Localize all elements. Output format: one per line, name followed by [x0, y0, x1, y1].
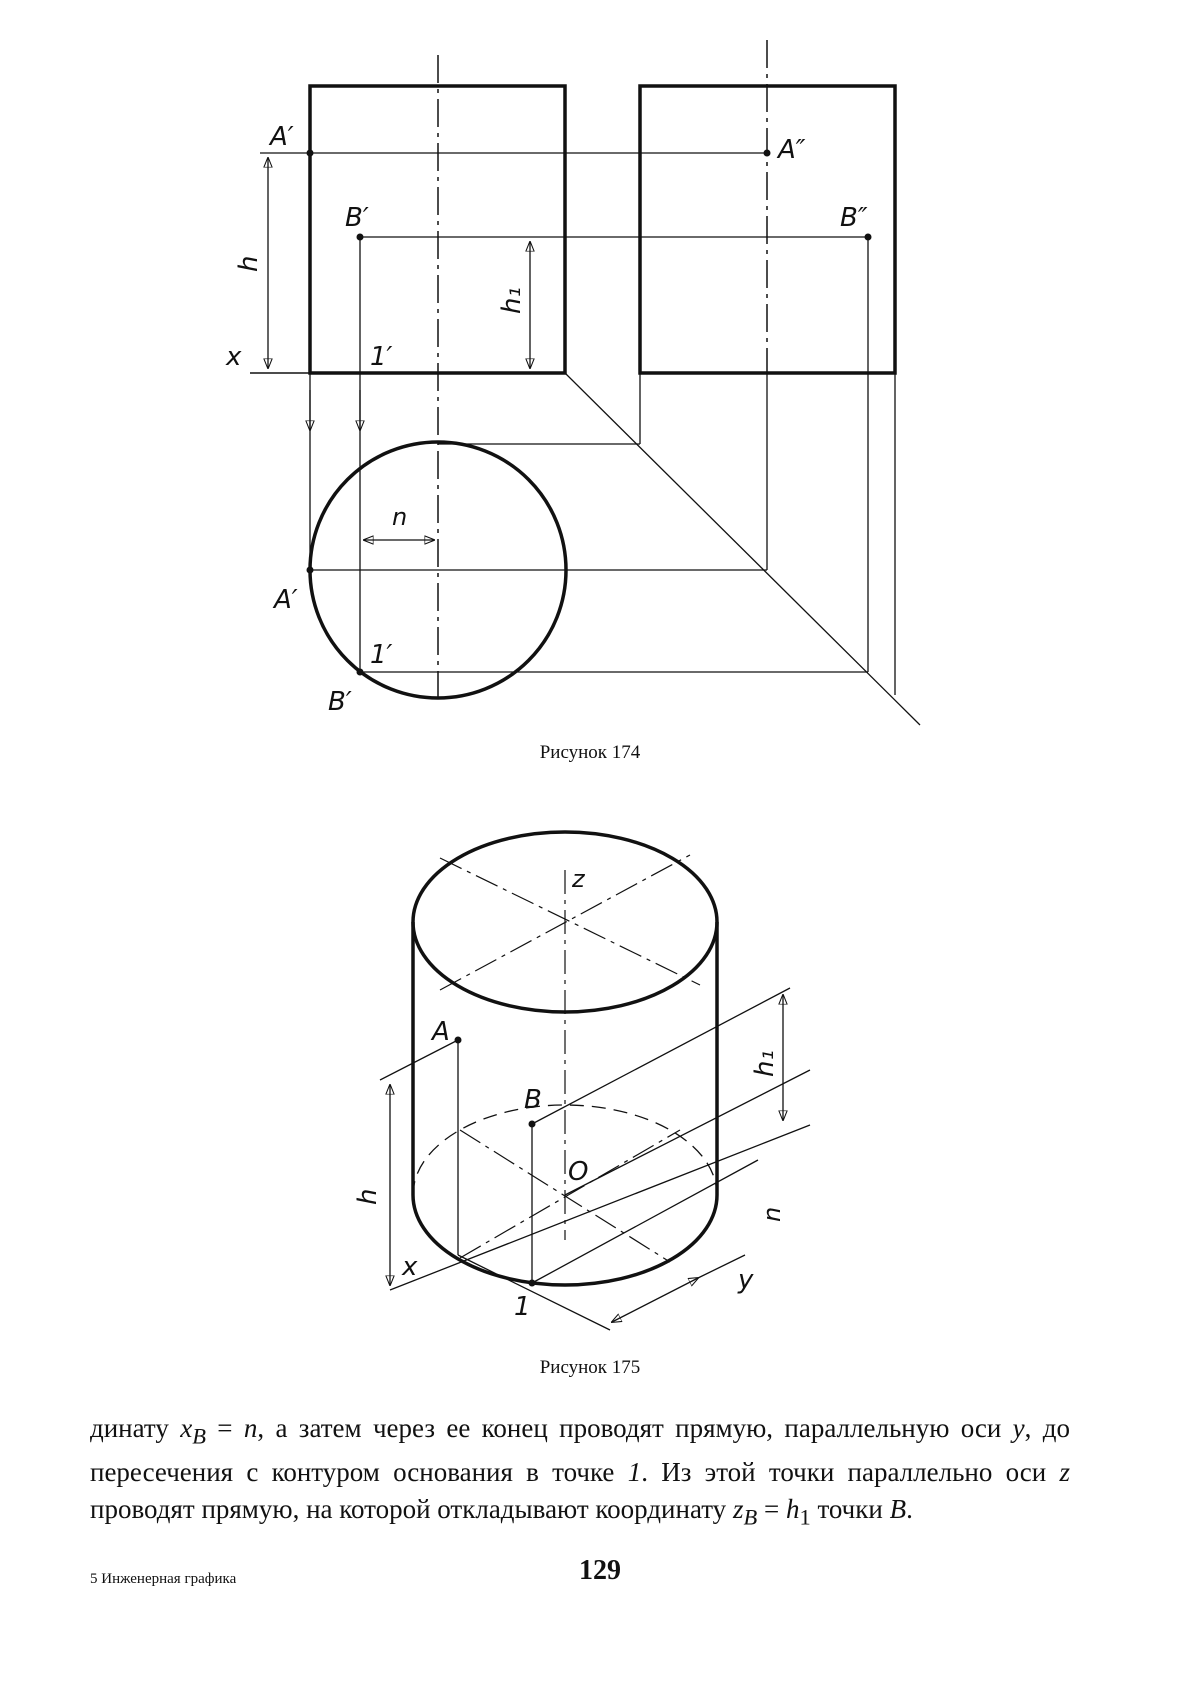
bottom-axis-2 — [459, 1129, 681, 1259]
upper-diagonal — [564, 1069, 811, 1196]
a-ref-line — [379, 1039, 459, 1081]
label-n-175: n — [758, 1207, 786, 1222]
label-b-front: B′ — [345, 203, 369, 233]
label-b-plan: B′ — [328, 687, 352, 717]
top-axis-2 — [439, 854, 691, 991]
cylinder-top-ellipse — [411, 830, 719, 1014]
point-a-plan — [306, 566, 314, 574]
label-h1: h₁ — [497, 287, 527, 314]
figure-174-drawing: A′ A″ B′ B″ h h₁ x 1′ n A′ 1′ B′ — [225, 40, 921, 726]
label-a-side: A″ — [776, 135, 806, 165]
label-1-plan: 1′ — [370, 640, 393, 670]
label-1-175: 1 — [514, 1292, 531, 1322]
page-number: 129 — [579, 1555, 621, 1586]
p1-lower-line — [457, 1254, 611, 1331]
y-line — [531, 1159, 759, 1284]
cylinder-bottom-back — [412, 1104, 718, 1196]
point-1-175 — [528, 1279, 536, 1287]
constant-line — [564, 372, 921, 726]
n-ext-line — [697, 1254, 746, 1279]
b-ref-line — [531, 987, 791, 1125]
label-h1-175: h₁ — [750, 1050, 780, 1077]
label-n: n — [392, 503, 407, 531]
label-b-175: B — [524, 1085, 542, 1115]
label-a-175: A — [430, 1017, 450, 1047]
x-axis-diagonal — [389, 1124, 811, 1291]
label-z: z — [571, 865, 586, 893]
point-a-175 — [454, 1036, 462, 1044]
label-h: h — [234, 256, 264, 272]
n-dimension-175 — [612, 1278, 698, 1322]
label-y: y — [737, 1265, 754, 1295]
point-b-175 — [528, 1120, 536, 1128]
point-a-side — [763, 149, 771, 157]
label-x-175: x — [401, 1252, 418, 1282]
label-x: x — [225, 342, 242, 372]
point-a-front — [306, 149, 314, 157]
point-b-plan — [356, 668, 364, 676]
footer-book-title: 5 Инженерная графика — [90, 1571, 237, 1587]
label-h-175: h — [353, 1189, 383, 1205]
label-b-side: B″ — [840, 203, 868, 233]
bottom-axis-1 — [459, 1129, 671, 1263]
figure-174-caption: Рисунок 174 — [539, 742, 641, 763]
point-b-front — [356, 233, 364, 241]
cylinder-bottom-front — [411, 1194, 719, 1287]
label-o: O — [568, 1157, 588, 1187]
point-b-side — [864, 233, 872, 241]
label-a-plan: A′ — [272, 585, 298, 615]
body-paragraph: динату xB = n, а затем через ее конец пр… — [90, 1413, 1071, 1530]
figure-175-caption: Рисунок 175 — [539, 1357, 641, 1378]
top-axis-1 — [439, 857, 701, 986]
label-a-front: A′ — [268, 122, 294, 152]
label-1-front: 1′ — [370, 342, 393, 372]
